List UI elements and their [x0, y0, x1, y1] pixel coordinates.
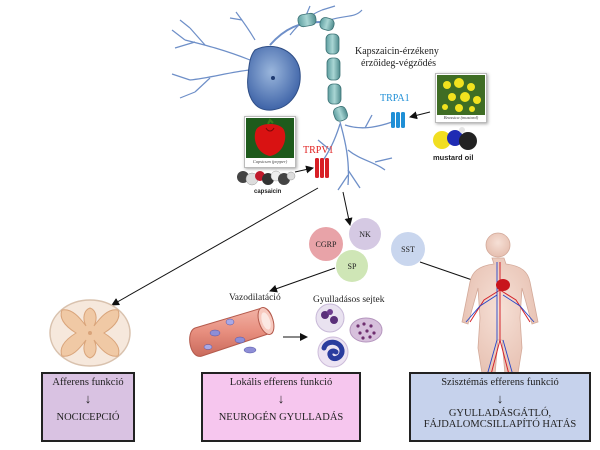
systemic-efferent-result-line2: FÁJDALOMCSILLAPÍTÓ HATÁS: [423, 419, 577, 430]
afferent-title: Afferens funkció: [52, 377, 124, 388]
trpv1-label: TRPV1: [303, 145, 334, 156]
blood-vessel-illustration: [189, 307, 275, 357]
inflammatory-cells-illustration: [315, 303, 383, 368]
systemic-efferent-arrow: ↓: [496, 391, 504, 406]
cgrp-label: CGRP: [315, 239, 337, 249]
arrow-to-body: [419, 261, 479, 284]
afferent-arrow: ↓: [84, 391, 92, 406]
capsaicin-label: capsaicin: [254, 189, 282, 195]
mustard-to-trpa1-arrow: [409, 111, 431, 120]
human-body-circulation: [461, 232, 539, 387]
arrow-to-spinal-cord: [111, 187, 319, 306]
trpa1-label: TRPA1: [380, 93, 410, 104]
neuron: [171, 5, 363, 99]
sst-label: SST: [401, 244, 415, 254]
sst-circle: SST: [391, 232, 425, 266]
nk-label: NK: [359, 229, 371, 239]
arrow-to-mediators: [342, 191, 353, 226]
local-efferent-arrow: ↓: [277, 391, 285, 406]
sp-circle: SP: [336, 250, 368, 282]
sp-label: SP: [347, 261, 357, 271]
vasodilation-label: Vazodilatáció: [229, 293, 281, 303]
spinal-cord-cross-section: [49, 299, 131, 367]
capsaicin-molecule: [237, 170, 296, 186]
mustard-flower-image: [437, 75, 485, 115]
systemic-efferent-result-line1: GYULLADÁSGÁTLÓ,: [448, 408, 552, 419]
mustard-oil-label: mustard oil: [433, 153, 474, 162]
systemic-efferent-box: Szisztémás efferens funkció ↓ GYULLADÁSG…: [409, 372, 591, 442]
mustard-oil-molecule: [433, 127, 477, 150]
inflammatory-cells-label: Gyulladásos sejtek: [313, 295, 385, 305]
neuron-label-line1: Kapszaicin-érzékeny: [355, 46, 439, 57]
pepper-photo: Capsicum (pepper): [244, 116, 296, 168]
neuron-label: Kapszaicin-érzékeny érzőideg-végződés: [355, 46, 439, 70]
systemic-efferent-title: Szisztémás efferens funkció: [441, 377, 559, 388]
trpv1-channel: [315, 158, 329, 178]
cgrp-circle: CGRP: [309, 227, 343, 261]
local-efferent-result: NEUROGÉN GYULLADÁS: [218, 412, 344, 423]
red-pepper-image: [246, 118, 294, 158]
myelinated-axon: [297, 12, 348, 122]
pepper-caption: Capsicum (pepper): [252, 159, 288, 164]
local-efferent-box: Lokális efferens funkció ↓ NEUROGÉN GYUL…: [201, 372, 361, 442]
nk-circle: NK: [349, 218, 381, 250]
afferent-result: NOCICEPCIÓ: [56, 412, 120, 423]
neuron-label-line2: érzőideg-végződés: [361, 58, 436, 69]
afferent-function-box: Afferens funkció ↓ NOCICEPCIÓ: [41, 372, 135, 442]
arrow-to-local-effects: [269, 267, 336, 293]
mustard-caption: Brassica (mustard): [443, 115, 479, 120]
mustard-plant-photo: Brassica (mustard): [435, 73, 487, 123]
local-efferent-title: Lokális efferens funkció: [229, 377, 333, 388]
trpa1-channel: [391, 112, 405, 128]
capsaicin-to-trpv1-arrow: [294, 165, 314, 174]
